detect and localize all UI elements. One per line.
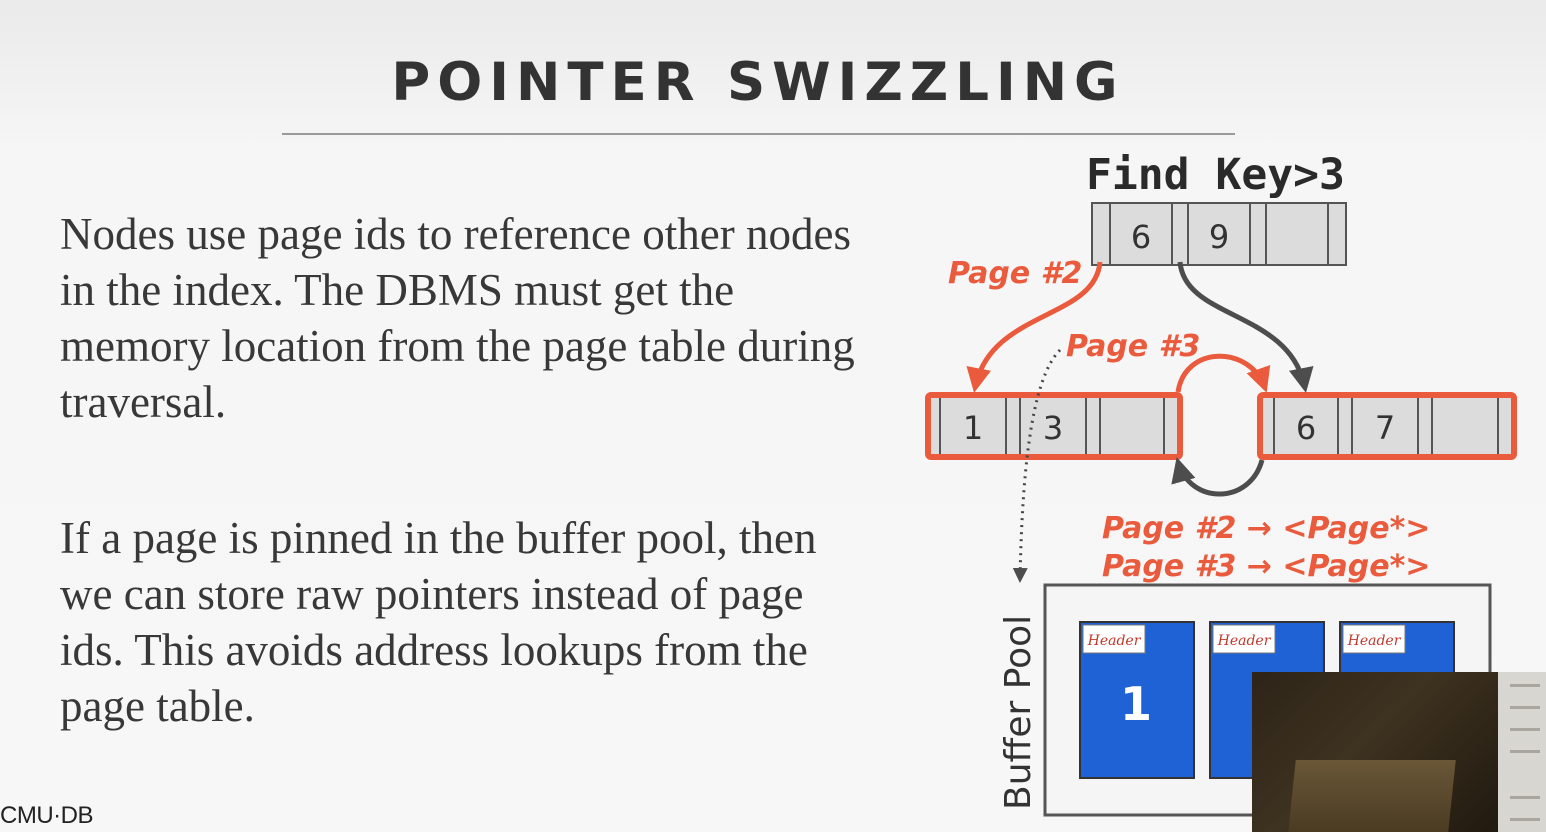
webcam-background-paper — [1498, 672, 1546, 832]
frame-header-2: Header — [1217, 633, 1272, 649]
page3-label: Page #3 — [1066, 329, 1200, 364]
page2-label: Page #2 — [948, 256, 1082, 291]
mapping-line-1: Page #2 → <Page*> — [1102, 511, 1430, 546]
frame-number-1: 1 — [1120, 677, 1152, 731]
frame-header-1: Header — [1087, 633, 1142, 649]
buffer-pool-label: Buffer Pool — [998, 615, 1039, 810]
title-divider — [282, 133, 1235, 135]
left-leaf-node: 1 3 — [925, 392, 1183, 460]
dotted-arrow-to-buffer-pool — [1012, 348, 1062, 583]
cmu-db-logo: CMU·DB — [0, 802, 94, 829]
frame-header-3: Header — [1347, 633, 1402, 649]
slide-title: POINTER SWIZZLING — [391, 52, 1125, 113]
left-key-2: 3 — [1043, 409, 1063, 447]
webcam-background-door — [1288, 760, 1456, 832]
root-key-2: 9 — [1209, 218, 1229, 256]
arrow-root-to-left — [966, 261, 1103, 393]
body-paragraph-2: If a page is pinned in the buffer pool, … — [60, 513, 817, 731]
left-key-1: 1 — [963, 409, 983, 447]
query-label: Find Key>3 — [1086, 150, 1345, 200]
mapping-line-2: Page #3 → <Page*> — [1102, 549, 1430, 584]
right-leaf-node: 6 7 — [1257, 392, 1517, 460]
root-node: 6 9 — [1091, 202, 1347, 266]
arrow-right-to-left-sibling — [1171, 457, 1265, 497]
arrow-root-to-right — [1177, 261, 1314, 393]
right-key-1: 6 — [1296, 409, 1316, 447]
root-key-1: 6 — [1131, 218, 1151, 256]
right-key-2: 7 — [1375, 409, 1395, 447]
webcam-overlay — [1252, 672, 1546, 832]
buffer-frame-1: Header 1 — [1079, 621, 1195, 779]
body-paragraph-1: Nodes use page ids to reference other no… — [60, 209, 855, 427]
arrow-left-to-right-sibling — [1175, 353, 1271, 393]
